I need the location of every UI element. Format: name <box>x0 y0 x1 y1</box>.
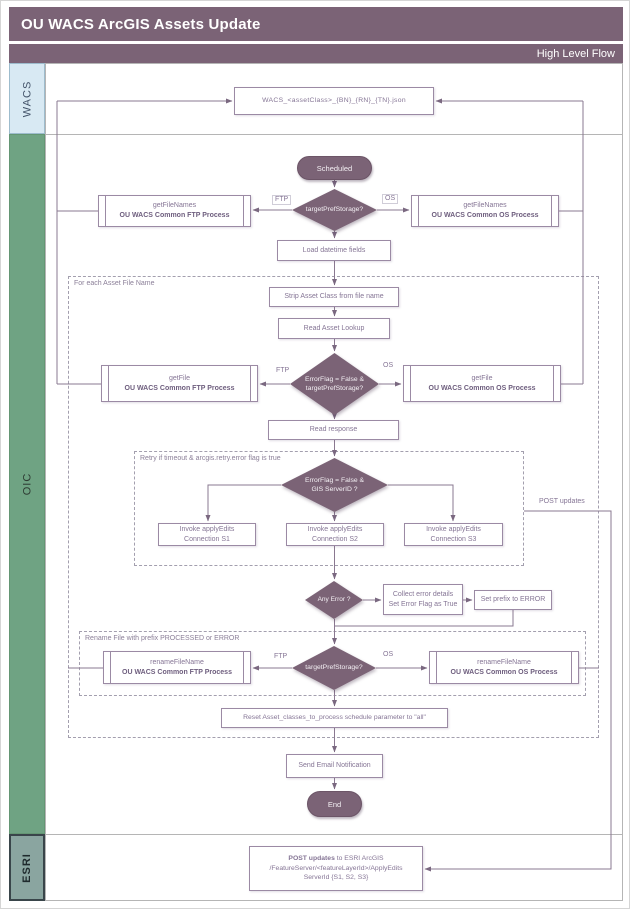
decision-label: targetPrefStorage? <box>305 206 364 214</box>
node-renamefilename-os: renameFileName OU WACS Common OS Process <box>429 651 579 684</box>
lane-divider-wacs-oic <box>9 134 623 135</box>
lane-divider-oic-esri <box>9 834 623 835</box>
node-renamefilename-ftp: renameFileName OU WACS Common FTP Proces… <box>103 651 251 684</box>
edge-label-os-1: OS <box>382 194 399 205</box>
invoke-line1: Invoke applyEdits <box>307 525 363 533</box>
node-reset-schedule-param: Reset Asset_classes_to_process schedule … <box>221 708 448 728</box>
node-load-datetime: Load datetime fields <box>277 240 391 261</box>
edge-label-ftp-2: FTP <box>274 367 292 376</box>
node-getfile-os: getFile OU WACS Common OS Process <box>403 365 561 402</box>
esri-line1-rest: to ESRI ArcGIS <box>334 855 384 863</box>
node-invoke-applyedits-s1: Invoke applyEdits Connection S1 <box>158 523 256 546</box>
wacs-file-label: WACS_<assetClass>_{BN}_{RN}_{TN}.json <box>262 97 406 105</box>
node-decision-errorflag-gis: ErrorFlag = False & GIS ServerID ? <box>281 458 388 512</box>
lane-header-oic: OIC <box>9 134 45 834</box>
subprocess-line2: OU WACS Common OS Process <box>450 668 558 676</box>
node-esri-post-updates: POST updates to ESRI ArcGIS /FeatureServ… <box>249 846 423 891</box>
subprocess-line1: getFile <box>471 374 493 382</box>
subtitle: High Level Flow <box>536 47 615 60</box>
reset-label: Reset Asset_classes_to_process schedule … <box>243 714 426 722</box>
lookup-label: Read Asset Lookup <box>303 324 365 332</box>
node-getfilenames-os: getFileNames OU WACS Common OS Process <box>411 195 559 227</box>
scheduled-label: Scheduled <box>316 163 353 173</box>
invoke-line1: Invoke applyEdits <box>179 525 235 533</box>
collect-line2: Set Error Flag as True <box>388 600 458 608</box>
subprocess-line1: getFile <box>168 374 190 382</box>
lane-header-esri: ESRI <box>9 834 45 901</box>
subprocess-line2: OU WACS Common FTP Process <box>119 212 230 219</box>
esri-line3: ServerId {S1, S2, S3} <box>303 874 369 882</box>
edge-label-os-2: OS <box>381 362 396 371</box>
subprocess-line1: renameFileName <box>150 658 204 666</box>
node-invoke-applyedits-s2: Invoke applyEdits Connection S2 <box>286 523 384 546</box>
node-strip-asset-class: Strip Asset Class from file name <box>269 287 399 307</box>
invoke-line2: Connection S2 <box>312 535 358 543</box>
decision-line1: ErrorFlag = False & <box>304 476 365 484</box>
collect-line1: Collect error details <box>392 590 454 598</box>
esri-line2: /FeatureServer/<featureLayerId>/ApplyEdi… <box>269 864 403 872</box>
subprocess-line2: OU WACS Common OS Process <box>431 212 539 219</box>
subprocess-line2: OU WACS Common OS Process <box>428 384 536 392</box>
decision-label: Any Error ? <box>317 595 351 603</box>
node-decision-errorflag-storage: ErrorFlag = False & targetPrefStorage? <box>290 353 379 415</box>
node-decision-target-storage-1: targetPrefStorage? <box>292 189 377 231</box>
node-set-prefix-error: Set prefix to ERROR <box>474 590 552 610</box>
node-read-response: Read response <box>268 420 399 440</box>
read-response-label: Read response <box>309 426 358 434</box>
node-collect-error-details: Collect error details Set Error Flag as … <box>383 584 463 615</box>
esri-line1: POST updates to ESRI ArcGIS <box>288 854 383 864</box>
decision-line2: GIS ServerID ? <box>311 486 358 493</box>
diagram-subtitle-bar: High Level Flow <box>9 44 623 63</box>
invoke-line2: Connection S3 <box>430 535 477 543</box>
lane-label-divider <box>45 63 46 901</box>
edge-label-post-updates: POST updates <box>539 498 585 505</box>
decision-label: targetPrefStorage? <box>305 664 363 672</box>
diagram-title-bar: OU WACS ArcGIS Assets Update <box>9 7 623 41</box>
subprocess-line2: OU WACS Common FTP Process <box>124 384 235 392</box>
node-decision-target-storage-2: targetPrefStorage? <box>292 646 376 690</box>
node-getfilenames-ftp: getFileNames OU WACS Common FTP Process <box>98 195 251 227</box>
foreach-container: For each Asset File Name <box>68 276 599 738</box>
edge-label-os-3: OS <box>381 651 396 660</box>
lane-header-wacs: WACS <box>9 63 45 134</box>
node-read-asset-lookup: Read Asset Lookup <box>278 318 390 339</box>
node-getfile-ftp: getFile OU WACS Common FTP Process <box>101 365 258 402</box>
esri-line1-bold: POST updates <box>288 855 335 863</box>
send-email-label: Send Email Notification <box>298 762 371 770</box>
node-send-email: Send Email Notification <box>286 754 383 778</box>
retry-container: Retry if timeout & arcgis.retry.error fl… <box>134 451 524 566</box>
lane-label-esri: ESRI <box>21 852 33 883</box>
edge-label-ftp-1: FTP <box>272 195 292 206</box>
set-prefix-label: Set prefix to ERROR <box>480 596 546 604</box>
strip-label: Strip Asset Class from file name <box>284 293 384 301</box>
subprocess-line1: getFileNames <box>463 202 507 210</box>
edge-label-ftp-3: FTP <box>272 653 290 662</box>
end-label: End <box>327 799 342 809</box>
decision-line1: ErrorFlag = False & <box>304 375 365 383</box>
node-wacs-file: WACS_<assetClass>_{BN}_{RN}_{TN}.json <box>234 87 434 115</box>
node-decision-any-error: Any Error ? <box>305 581 363 619</box>
subprocess-line1: getFileNames <box>152 202 197 210</box>
node-end: End <box>307 791 362 817</box>
load-datetime-label: Load datetime fields <box>302 246 366 254</box>
lane-label-wacs: WACS <box>21 80 33 117</box>
decision-line2: targetPrefStorage? <box>305 385 364 392</box>
node-scheduled: Scheduled <box>297 156 372 180</box>
page-title: OU WACS ArcGIS Assets Update <box>21 15 261 33</box>
lane-label-oic: OIC <box>21 472 33 496</box>
retry-label: Retry if timeout & arcgis.retry.error fl… <box>140 455 281 462</box>
rename-label: Rename File with prefix PROCESSED or ERR… <box>85 635 240 642</box>
invoke-line1: Invoke applyEdits <box>426 525 481 533</box>
node-invoke-applyedits-s3: Invoke applyEdits Connection S3 <box>404 523 503 546</box>
subprocess-line1: renameFileName <box>477 658 531 666</box>
foreach-label: For each Asset File Name <box>74 280 155 287</box>
invoke-line2: Connection S1 <box>184 535 230 543</box>
subprocess-line2: OU WACS Common FTP Process <box>122 668 232 676</box>
